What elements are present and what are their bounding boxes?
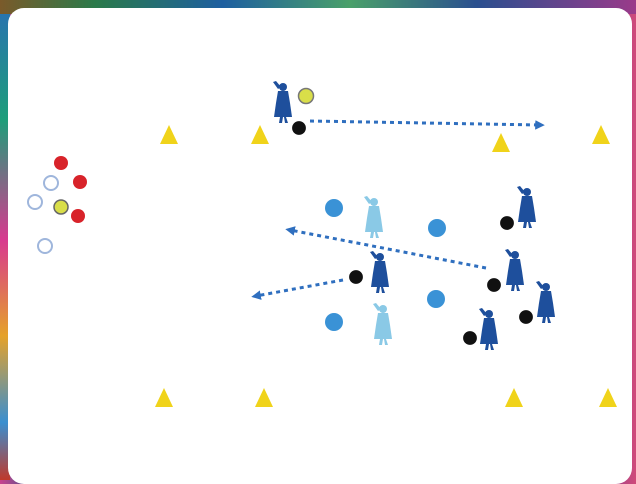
ball-icon (500, 216, 515, 231)
disc-marker-icon (427, 290, 445, 308)
defender-icon (364, 196, 383, 238)
ball-icon (73, 175, 87, 189)
cone-icon (255, 388, 273, 407)
cone-icon (492, 133, 510, 152)
cone-icon (592, 125, 610, 144)
ball-icon (519, 310, 534, 325)
cone-icon (251, 125, 269, 144)
disc-marker-icon (428, 219, 446, 237)
player-icon (273, 81, 292, 123)
cone-icon (160, 125, 178, 144)
ball-icon (299, 89, 314, 104)
player-icon (536, 281, 555, 323)
cone-icon (599, 388, 617, 407)
player-icon (479, 308, 498, 350)
dribble-arrow (310, 121, 540, 125)
disc-marker-icon (28, 195, 42, 209)
player-icon (370, 251, 389, 293)
defender-icon (373, 303, 392, 345)
ball-icon (487, 278, 502, 293)
ball-icon (71, 209, 85, 223)
dribble-arrow (256, 280, 343, 296)
player-icon (505, 249, 524, 291)
disc-marker-icon (325, 313, 343, 331)
ball-icon (292, 121, 307, 136)
cone-icon (505, 388, 523, 407)
player-icon (517, 186, 536, 228)
cone-icon (155, 388, 173, 407)
ball-icon (463, 331, 478, 346)
disc-marker-icon (38, 239, 52, 253)
ball-icon (54, 200, 68, 214)
ball-icon (54, 156, 68, 170)
ball-icon (349, 270, 364, 285)
disc-marker-icon (325, 199, 343, 217)
dribble-arrow (290, 230, 486, 268)
disc-marker-icon (44, 176, 58, 190)
